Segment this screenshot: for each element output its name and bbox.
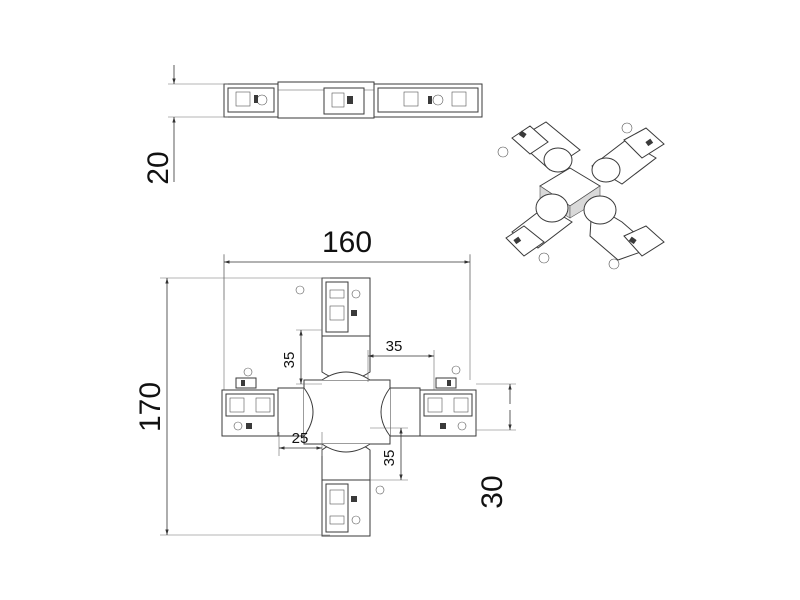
dimension-arm-right-label: 35 (386, 338, 403, 355)
side-view (223, 81, 483, 119)
top-view (221, 255, 477, 537)
dimension-height-side: 20 (142, 65, 228, 185)
iso-arm-bottom-left (505, 193, 573, 257)
arm-bottom (321, 440, 371, 537)
dimension-arm-top-label: 35 (281, 352, 298, 369)
iso-arm-top-right (591, 127, 665, 185)
dimension-arm-left: 25 (278, 430, 323, 456)
arm-top (321, 277, 371, 381)
iso-arm-bottom-right (583, 195, 665, 261)
iso-arm-top-left (511, 121, 581, 173)
dimension-height-total-label: 170 (134, 382, 167, 432)
isometric-view (497, 121, 665, 270)
dimension-arm-bottom-label: 35 (381, 450, 398, 467)
dimension-width-total: 160 (223, 226, 471, 300)
dimension-width-total-label: 160 (322, 226, 372, 259)
dimension-track-width: 30 (476, 383, 516, 509)
dimension-arm-top: 35 (281, 329, 322, 385)
center-body (303, 371, 391, 453)
dimension-arm-bottom: 35 (370, 427, 408, 481)
dimension-arm-right: 35 (367, 338, 435, 390)
dimension-height-total: 170 (134, 277, 330, 536)
dimension-arm-left-label: 25 (292, 430, 309, 447)
dimension-height-side-label: 20 (142, 151, 175, 184)
dimension-track-width-label: 30 (476, 475, 509, 508)
arm-right (379, 387, 477, 437)
arm-left (221, 387, 315, 437)
